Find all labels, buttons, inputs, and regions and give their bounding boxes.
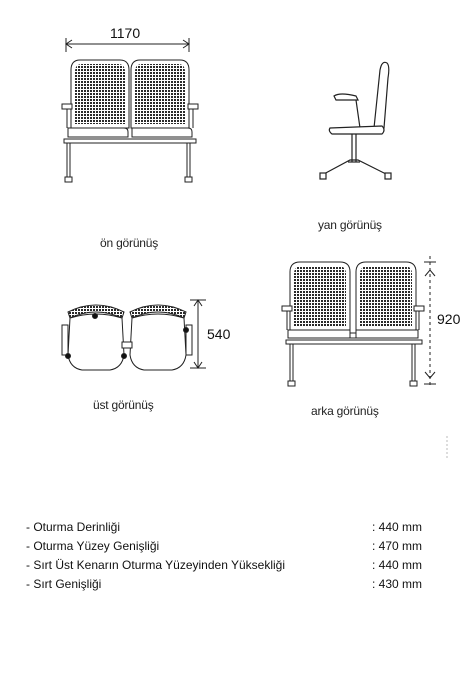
spec-value: : 470 mm <box>372 539 423 553</box>
back-view-drawing <box>281 256 436 387</box>
spec-row: - Oturma Derinliği : 440 mm <box>26 518 446 537</box>
front-view-drawing <box>61 38 199 183</box>
back-backrest-mesh-left <box>294 266 346 326</box>
spec-name: - Oturma Derinliği <box>26 520 121 534</box>
spec-value: : 440 mm <box>372 520 423 534</box>
depth-dimension-value: 540 <box>207 326 231 342</box>
front-backrest-mesh-right <box>135 64 185 124</box>
width-dimension-value: 1170 <box>110 25 141 41</box>
front-view-label: ön görünüş <box>100 236 159 250</box>
spec-name: - Oturma Yüzey Genişliği <box>26 539 160 553</box>
spec-value: : 440 mm <box>372 558 423 572</box>
spec-row: - Sırt Genişliği : 430 mm <box>26 575 446 594</box>
side-view-drawing <box>319 61 392 180</box>
side-view-label: yan görünüş <box>318 218 382 232</box>
back-backrest-mesh-right <box>360 266 412 326</box>
top-view-drawing <box>61 299 206 371</box>
front-backrest-mesh-left <box>75 64 125 124</box>
specifications-list: - Oturma Derinliği : 440 mm - Oturma Yüz… <box>26 518 446 594</box>
height-dimension-value: 920 <box>437 311 461 327</box>
spec-name: - Sırt Üst Kenarın Oturma Yüzeyinden Yük… <box>26 558 286 572</box>
top-view-label: üst görünüş <box>93 398 154 412</box>
spec-name: - Sırt Genişliği <box>26 577 102 591</box>
spec-row: - Sırt Üst Kenarın Oturma Yüzeyinden Yük… <box>26 556 446 575</box>
back-view-label: arka görünüş <box>311 404 379 418</box>
spec-row: - Oturma Yüzey Genişliği : 470 mm <box>26 537 446 556</box>
spec-value: : 430 mm <box>372 577 423 591</box>
